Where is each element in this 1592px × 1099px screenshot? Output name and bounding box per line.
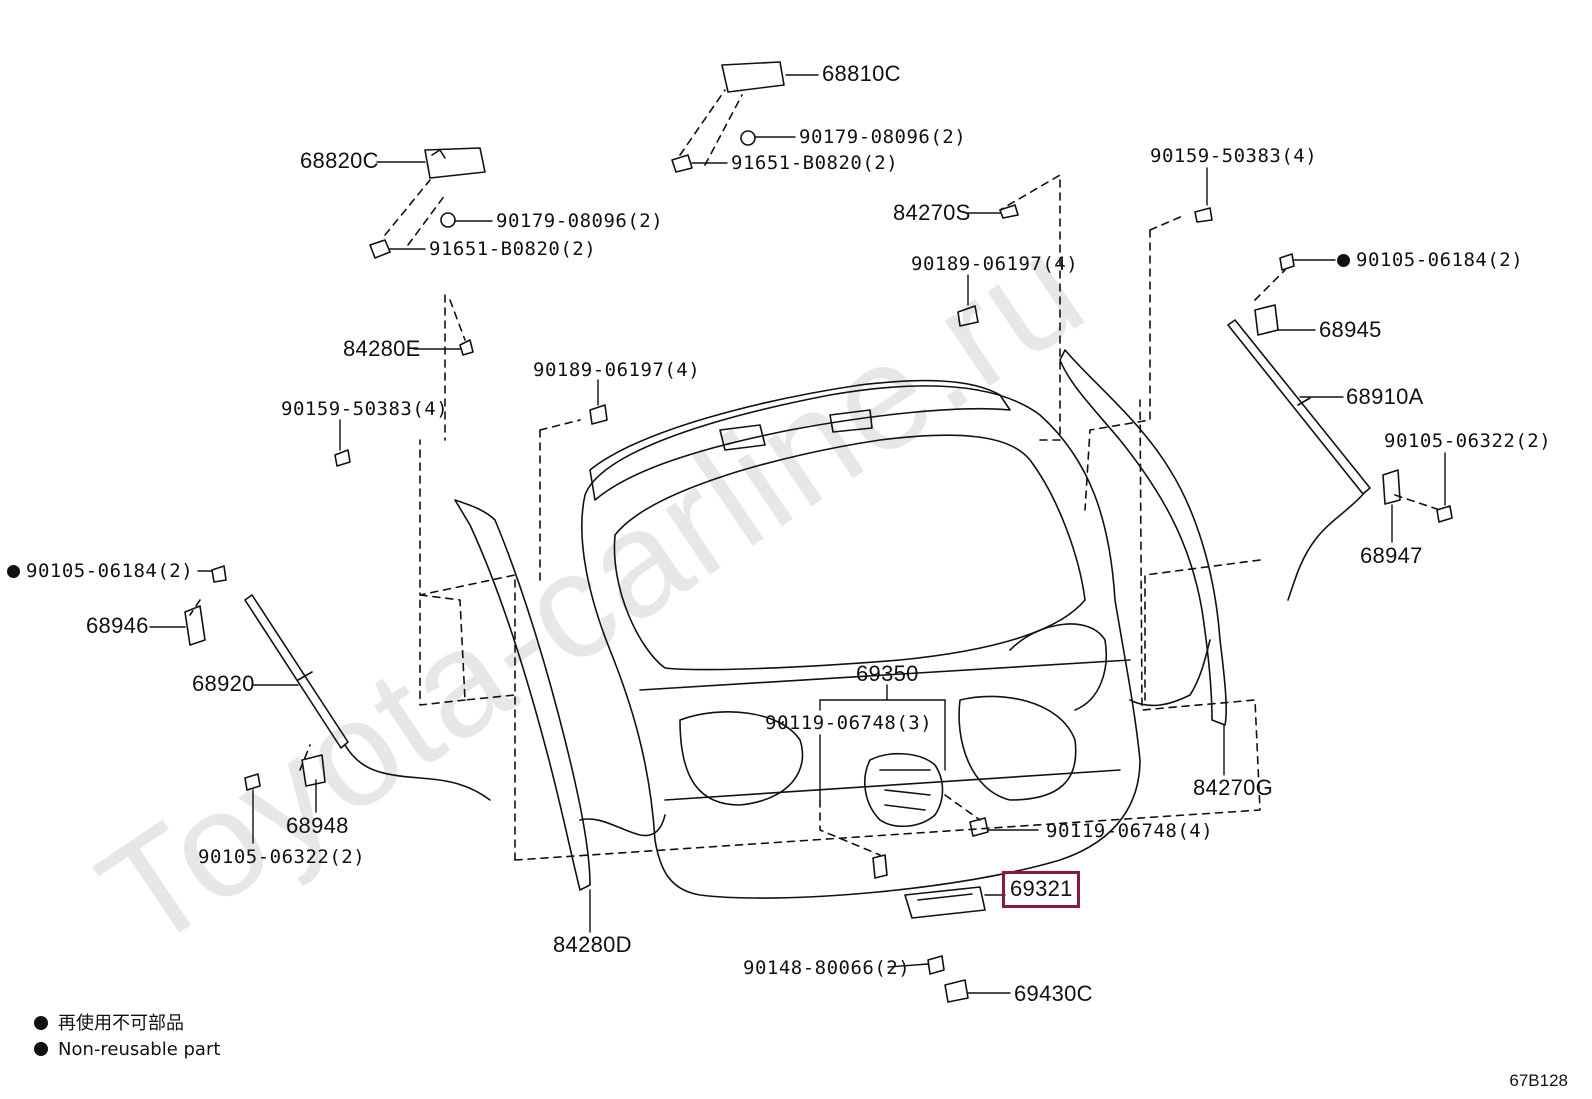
bullet-dot-icon [34,1042,48,1056]
weatherstrip-left [454,499,591,891]
label-68947[interactable]: 68947 [1360,543,1423,568]
label-90105-06184-a[interactable]: 90105-06184(2) [1337,249,1523,271]
label-90189-06197-b[interactable]: 90189-06197(4) [533,359,701,381]
label-91651-B0820-b[interactable]: 91651-B0820(2) [429,238,597,260]
highlight-box-69321 [1002,871,1080,908]
label-68910A[interactable]: 68910A [1346,384,1424,409]
weatherstrip-right [1059,349,1227,726]
gas-strut-right [1227,319,1371,495]
non-reusable-dot-icon [1337,254,1350,267]
label-90119-06748-b[interactable]: 90119-06748(4) [1046,820,1214,842]
legend-en: Non-reusable part [34,1038,220,1062]
handle-69321 [904,886,986,919]
label-90189-06197-a[interactable]: 90189-06197(4) [911,253,1079,275]
glass-opening [613,434,1086,671]
label-90119-06748-a[interactable]: 90119-06748(3) [765,712,933,734]
label-90159-50383-b[interactable]: 90159-50383(4) [281,398,449,420]
label-90105-06322-b[interactable]: 90105-06322(2) [198,846,366,868]
legend-jp: 再使用不可部品 [34,1012,184,1036]
label-84280D[interactable]: 84280D [553,932,632,957]
label-69350[interactable]: 69350 [856,661,919,686]
door-lock-assembly [864,752,944,828]
label-90105-06322-a[interactable]: 90105-06322(2) [1384,430,1552,452]
label-68945[interactable]: 68945 [1319,317,1382,342]
label-68820C[interactable]: 68820C [300,148,379,173]
label-90159-50383-a[interactable]: 90159-50383(4) [1150,145,1318,167]
gas-strut-left [244,594,349,749]
label-68948[interactable]: 68948 [286,813,349,838]
back-door-panel [581,385,1141,899]
label-90179-08096-b[interactable]: 90179-08096(2) [496,210,664,232]
label-69321[interactable]: 69321 [1010,876,1073,901]
label-90179-08096-a[interactable]: 90179-08096(2) [799,126,967,148]
label-84270S[interactable]: 84270S [893,200,971,225]
label-90105-06184-b[interactable]: 90105-06184(2) [7,560,193,582]
label-68946[interactable]: 68946 [86,613,149,638]
label-68920[interactable]: 68920 [192,671,255,696]
non-reusable-dot-icon [7,565,20,578]
bullet-dot-icon [34,1016,48,1030]
label-84270G[interactable]: 84270G [1193,775,1274,800]
label-91651-B0820-a[interactable]: 91651-B0820(2) [731,152,899,174]
label-68810C[interactable]: 68810C [822,61,901,86]
diagram-code: 67B128 [1509,1071,1568,1090]
label-69430C[interactable]: 69430C [1014,981,1093,1006]
label-84280E[interactable]: 84280E [343,336,421,361]
roof-spoiler [589,379,1011,501]
label-90148-80066[interactable]: 90148-80066(2) [743,957,911,979]
